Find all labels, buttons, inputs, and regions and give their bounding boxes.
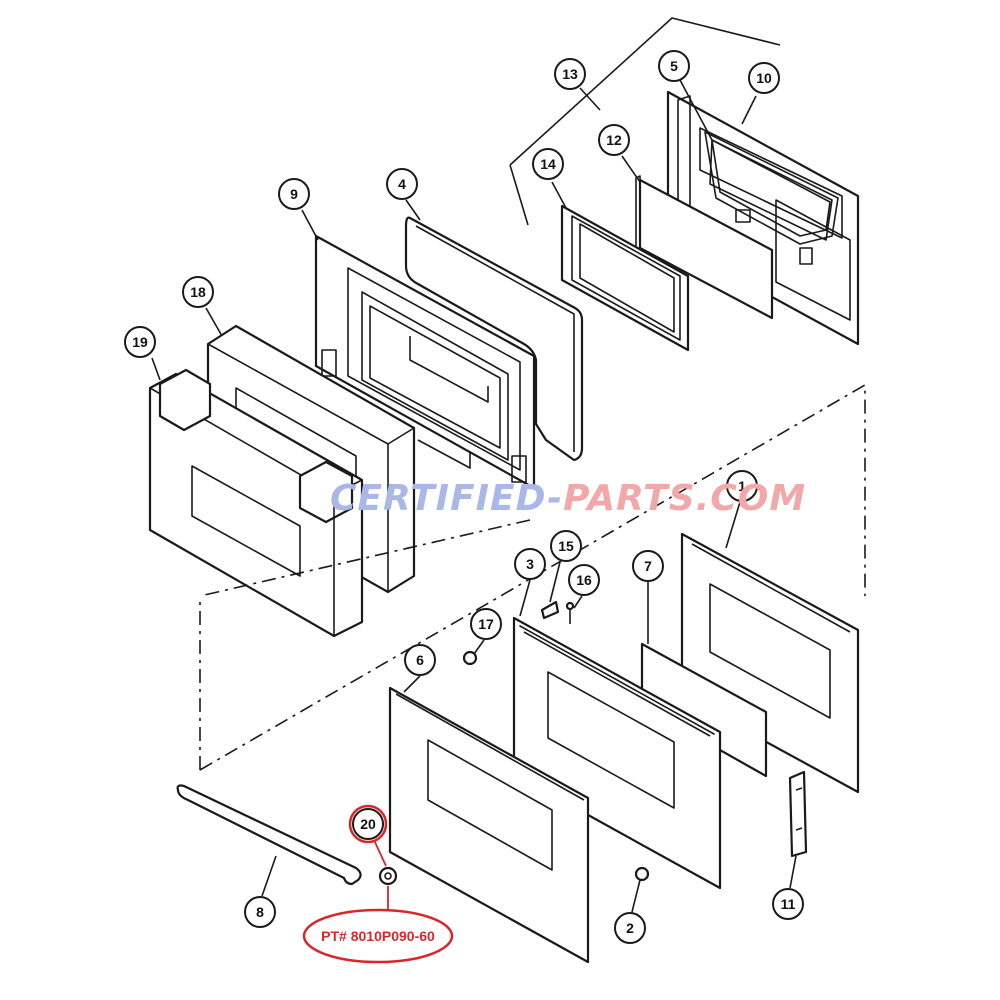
callout-9: 9	[278, 178, 310, 210]
svg-text:5: 5	[670, 58, 678, 74]
callout-11: 11	[772, 888, 804, 920]
svg-text:13: 13	[562, 66, 578, 82]
watermark-part2: PARTS.COM	[563, 478, 806, 519]
callout-1: 1	[726, 470, 758, 502]
svg-text:15: 15	[558, 538, 574, 554]
part-11-hinge-bracket	[788, 770, 808, 858]
callout-10: 10	[748, 62, 780, 94]
svg-text:16: 16	[576, 572, 592, 588]
watermark-part1: CERTIFIED-	[330, 478, 563, 519]
svg-text:18: 18	[190, 284, 206, 300]
svg-text:7: 7	[644, 558, 652, 574]
part-15-clip	[540, 600, 560, 620]
svg-text:8: 8	[256, 904, 264, 920]
callout-19: 19	[124, 326, 156, 358]
callout-16: 16	[568, 564, 600, 596]
assembly-boundary	[199, 383, 866, 771]
part-5-door-seal	[704, 131, 839, 265]
callout-12: 12	[598, 124, 630, 156]
svg-text:6: 6	[416, 652, 424, 668]
part-6-outer-door-glass	[388, 686, 590, 964]
svg-text:20: 20	[360, 816, 376, 832]
upper-assembly-bracket	[509, 17, 781, 226]
callout-13: 13	[554, 58, 586, 90]
part-16-screw	[565, 601, 575, 624]
callout-5: 5	[658, 50, 690, 82]
part-7-door-glass	[640, 642, 768, 778]
callout-17: 17	[470, 608, 502, 640]
svg-text:14: 14	[540, 156, 556, 172]
svg-text:17: 17	[478, 616, 494, 632]
svg-text:2: 2	[626, 920, 634, 936]
part-8-door-handle	[176, 784, 362, 886]
part-1-outer-door-frame	[680, 532, 860, 794]
part-12-inner-glass	[635, 175, 774, 320]
watermark: CERTIFIED-PARTS.COM	[330, 478, 806, 519]
svg-text:1: 1	[738, 478, 746, 494]
callout-3: 3	[514, 548, 546, 580]
callout-6: 6	[404, 644, 436, 676]
svg-text:9: 9	[290, 186, 298, 202]
part-19-door-insulation	[148, 368, 364, 638]
part-9-door-liner	[314, 234, 536, 490]
highlighted-part-20: PT# 8010P090-60	[302, 839, 454, 964]
callout-7: 7	[632, 550, 664, 582]
svg-text:10: 10	[756, 70, 772, 86]
part-3-door-panel	[512, 616, 722, 890]
callout-8: 8	[244, 896, 276, 928]
part-number-oval	[302, 908, 454, 964]
svg-text:12: 12	[606, 132, 622, 148]
part-number-label: PT# 8010P090-60	[321, 928, 435, 944]
svg-text:4: 4	[398, 176, 406, 192]
svg-text:11: 11	[781, 896, 796, 912]
callout-2: 2	[614, 912, 646, 944]
svg-text:3: 3	[526, 556, 534, 572]
part-20-nut	[378, 866, 398, 886]
callout-20: 20	[348, 804, 388, 844]
part-17-screw	[462, 650, 478, 666]
svg-text:19: 19	[132, 334, 148, 350]
part-4-door-gasket	[404, 216, 584, 462]
callout-leaders	[151, 79, 797, 913]
callout-4: 4	[386, 168, 418, 200]
callout-14: 14	[532, 148, 564, 180]
part-2-screw	[634, 866, 650, 882]
part-14-glass-frame	[560, 204, 690, 352]
callout-15: 15	[550, 530, 582, 562]
callout-18: 18	[182, 276, 214, 308]
